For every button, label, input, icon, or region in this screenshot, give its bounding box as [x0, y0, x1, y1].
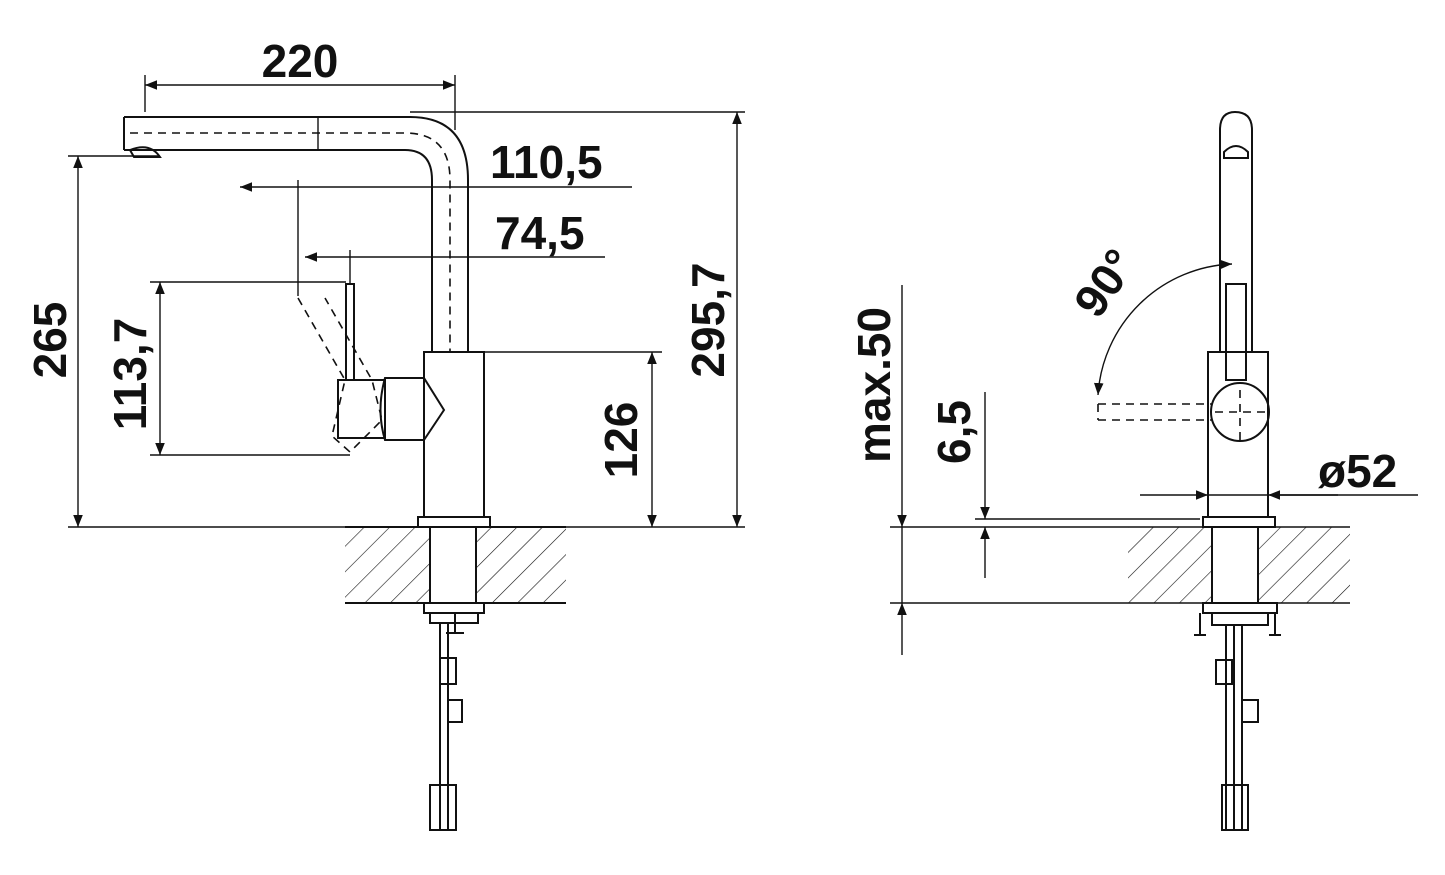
dim-spout-center-group: 110,5 [240, 136, 632, 296]
dim-rosette-group: 6,5 [928, 392, 990, 578]
dim-total-height-group: 265 [24, 155, 160, 527]
dim-lever-angle-group: 90° [1064, 239, 1233, 396]
dim-body-height: 126 [595, 402, 647, 479]
side-view: 220 110,5 74,5 265 113,7 [24, 35, 745, 831]
dim-diameter: ø52 [1318, 445, 1397, 497]
dim-overall-height-group: 295,7 [410, 111, 745, 527]
dim-total-height: 265 [24, 302, 76, 379]
side-faucet-body [123, 116, 491, 831]
dim-lever-center-group: 74,5 [305, 207, 605, 284]
front-countertop [890, 518, 1350, 604]
dim-lever-center: 74,5 [495, 207, 585, 259]
front-faucet-body [1097, 110, 1281, 831]
dim-rosette: 6,5 [928, 400, 980, 464]
dim-spout-center: 110,5 [490, 136, 603, 188]
dim-body-height-group: 126 [484, 351, 662, 527]
dim-overall-height: 295,7 [682, 262, 734, 377]
dim-diameter-group: ø52 [1140, 445, 1418, 500]
dim-counter-thickness: max.50 [848, 307, 900, 463]
dim-reach: 220 [262, 35, 339, 87]
dim-counter-thickness-group: max.50 [848, 285, 907, 655]
dim-lever-angle: 90° [1064, 239, 1146, 326]
front-view: 90° max.50 6,5 ø52 [848, 110, 1418, 831]
dim-lever-height-group: 113,7 [104, 281, 350, 456]
side-countertop [68, 526, 745, 604]
dim-reach-group: 220 [144, 35, 456, 130]
dim-lever-height: 113,7 [104, 318, 156, 431]
